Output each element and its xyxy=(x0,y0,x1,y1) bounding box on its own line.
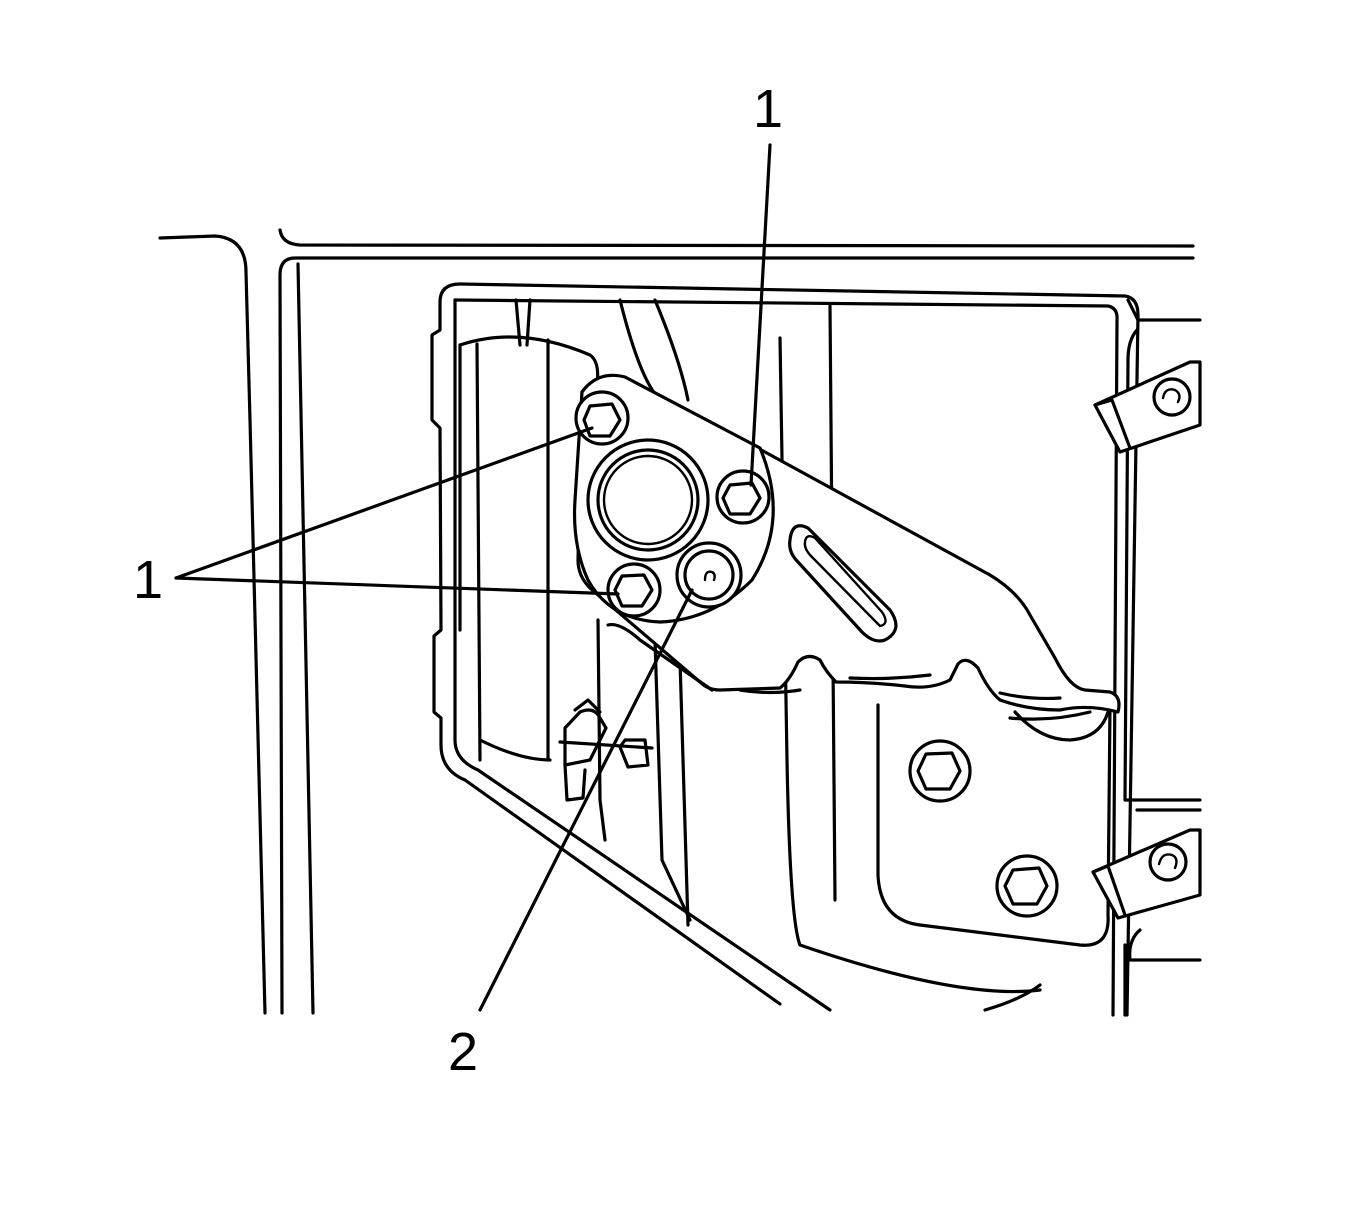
leader-top-1 xyxy=(749,143,772,487)
door-clip xyxy=(558,698,654,802)
callout-label-1-top: 1 xyxy=(753,79,783,139)
check-strap-upper xyxy=(1093,360,1202,454)
bolt-upper-right xyxy=(715,469,771,525)
door-pillar xyxy=(158,228,1195,1015)
lower-hinge-leaf xyxy=(876,703,1112,947)
bolt-lower-left xyxy=(606,562,662,618)
bolt-lower-leaf-lower xyxy=(995,854,1059,918)
hinge-pivot xyxy=(586,438,710,562)
callout-label-1-left: 1 xyxy=(133,550,163,610)
callout-label-2-bottom: 2 xyxy=(448,1022,478,1082)
bolt-upper-left xyxy=(574,390,630,446)
check-strap-lower xyxy=(1091,828,1202,920)
leader-left-1a xyxy=(174,426,594,580)
hinge-post xyxy=(458,298,1042,1012)
door-frame-inner xyxy=(430,282,1202,1017)
leader-lines xyxy=(174,143,772,1012)
leader-left-1b xyxy=(174,576,620,596)
bolt-lower-leaf-upper xyxy=(908,739,972,803)
leader-bottom-2 xyxy=(478,588,694,1012)
